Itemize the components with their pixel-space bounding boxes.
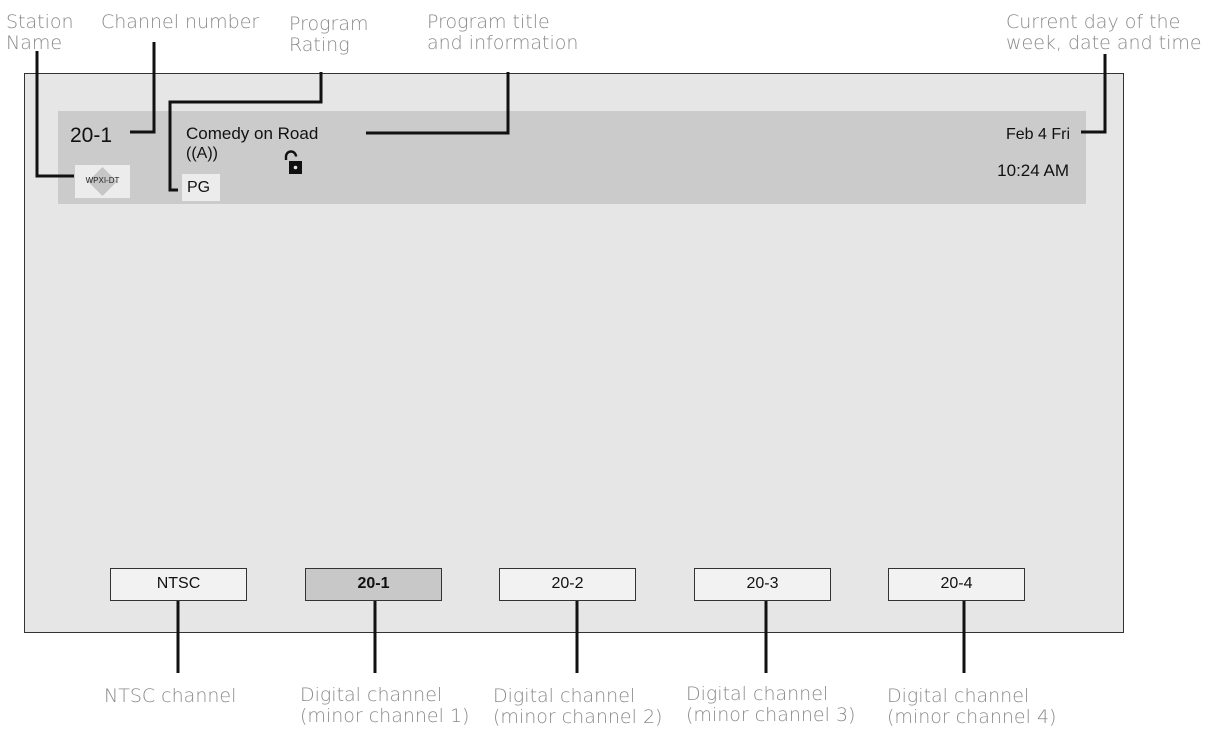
channel-number: 20-1 [70,124,113,147]
program-info: ((A)) [186,145,218,162]
callout-program-title-line2: and information [427,32,579,54]
callout-station-name: Station Name [6,12,74,54]
callout-minor-channel-3-line2: (minor channel 3) [686,704,856,726]
channel-button-ntsc[interactable]: NTSC [110,568,247,601]
station-logo: WPXI-DT [75,165,130,198]
lock-icon [284,150,302,174]
callout-station-name-line2: Name [6,32,63,54]
callout-minor-channel-1-line2: (minor channel 1) [300,705,470,727]
callout-current-datetime: Current day of the week, date and time [1006,12,1202,54]
callout-minor-channel-3: Digital channel (minor channel 3) [686,684,855,726]
program-rating: PG [182,174,220,201]
callout-minor-channel-3-line1: Digital channel [686,683,829,705]
program-title: Comedy on Road [186,124,319,143]
callout-minor-channel-1: Digital channel (minor channel 1) [300,685,469,727]
current-time: 10:24 AM [997,161,1069,180]
callout-minor-channel-2-line1: Digital channel [493,685,636,707]
callout-minor-channel-2: Digital channel (minor channel 2) [493,686,662,728]
callout-program-rating-line2: Rating [289,34,350,56]
callout-channel-number: Channel number [101,11,260,33]
station-logo-diamond [88,167,117,196]
callout-ntsc-channel: NTSC channel [104,685,237,707]
channel-button-20-4[interactable]: 20-4 [888,568,1025,601]
channel-button-20-3[interactable]: 20-3 [694,568,831,601]
channel-button-20-1[interactable]: 20-1 [305,568,442,601]
channel-button-20-2[interactable]: 20-2 [499,568,636,601]
callout-minor-channel-2-line2: (minor channel 2) [493,706,663,728]
callout-current-datetime-line1: Current day of the [1006,11,1181,33]
callout-program-rating-line1: Program [289,13,369,35]
callout-minor-channel-1-line1: Digital channel [300,684,443,706]
current-date: Feb 4 Fri [1005,126,1070,143]
station-name: WPXI-DT [85,176,120,185]
callout-minor-channel-4-line1: Digital channel [887,685,1030,707]
callout-program-title: Program title and information [427,12,578,54]
callout-program-rating: Program Rating [289,14,369,56]
callout-minor-channel-4-line2: (minor channel 4) [887,706,1057,728]
callout-program-title-line1: Program title [427,11,550,33]
callout-current-datetime-line2: week, date and time [1006,32,1202,54]
callout-station-name-line1: Station [6,11,74,33]
callout-minor-channel-4: Digital channel (minor channel 4) [887,686,1056,728]
